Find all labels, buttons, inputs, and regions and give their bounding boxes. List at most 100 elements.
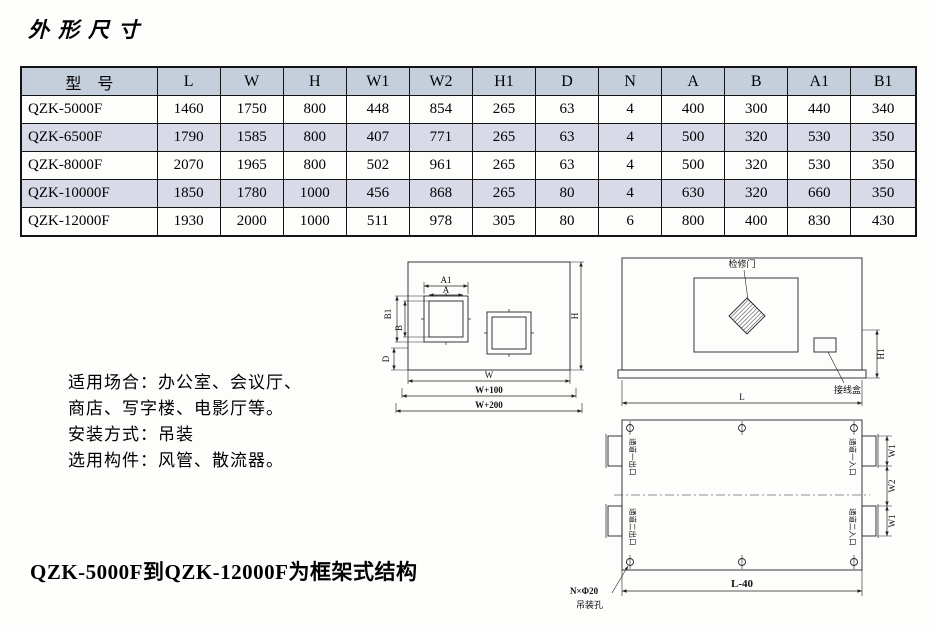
header-h1: H1 <box>471 66 537 96</box>
dim-label-a: A <box>443 285 450 295</box>
front-view-drawing: A1 A B1 B H D W W+100 W+200 <box>381 261 584 413</box>
dim-label-d: D <box>381 355 391 362</box>
value-cell: 1780 <box>219 179 284 208</box>
value-cell: 2000 <box>219 207 284 237</box>
lifting-hole-label: 吊装孔 <box>576 599 603 610</box>
value-cell: 961 <box>408 151 473 180</box>
value-cell: 511 <box>345 207 410 237</box>
value-cell: 660 <box>787 179 852 208</box>
dim-label-w1-bottom: W1 <box>887 515 897 528</box>
port-label-right-bottom: 通道二入口 <box>848 508 858 546</box>
value-cell: 2070 <box>156 151 221 180</box>
header-w1: W1 <box>345 66 410 96</box>
value-cell: 265 <box>471 179 537 208</box>
header-n: N <box>598 66 663 96</box>
model-cell: QZK-10000F <box>20 179 158 208</box>
value-cell: 265 <box>471 151 537 180</box>
dim-label-b1: B1 <box>383 309 393 320</box>
table-row: QZK-5000F 1460 1750 800 448 854 265 63 4… <box>20 95 917 124</box>
value-cell: 448 <box>345 95 410 124</box>
value-cell: 456 <box>345 179 410 208</box>
table-row: QZK-10000F 1850 1780 1000 456 868 265 80… <box>20 179 917 208</box>
value-cell: 1000 <box>282 207 347 237</box>
header-h: H <box>282 66 347 96</box>
value-cell: 320 <box>724 179 789 208</box>
dim-label-l: L <box>739 392 745 402</box>
dim-label-l40: L-40 <box>731 578 754 590</box>
value-cell: 440 <box>787 95 852 124</box>
model-cell: QZK-5000F <box>20 95 158 124</box>
access-door-label: 检修门 <box>728 258 755 269</box>
usage-line: 安装方式：吊装 <box>68 425 194 444</box>
usage-line: 适用场合：办公室、会议厅、 <box>68 373 302 392</box>
value-cell: 320 <box>724 151 789 180</box>
header-d: D <box>535 66 600 96</box>
structure-note: QZK-5000F到QZK-12000F为框架式结构 <box>30 560 418 584</box>
side-view-drawing: 检修门 接线盒 L H1 <box>617 257 886 406</box>
value-cell: 1750 <box>219 95 284 124</box>
usage-line: 选用构件：风管、散流器。 <box>68 451 284 470</box>
value-cell: 800 <box>282 123 347 152</box>
dim-label-w: W <box>485 370 494 380</box>
header-l: L <box>156 66 221 96</box>
value-cell: 305 <box>471 207 537 237</box>
value-cell: 1585 <box>219 123 284 152</box>
value-cell: 400 <box>661 95 726 124</box>
value-cell: 265 <box>471 123 537 152</box>
port-label-left-top: 通道一出口 <box>628 438 638 476</box>
dim-label-w2: W2 <box>887 480 897 493</box>
dim-label-h1: H1 <box>876 349 886 360</box>
value-cell: 800 <box>282 95 347 124</box>
value-cell: 500 <box>661 123 726 152</box>
value-cell: 80 <box>535 179 600 208</box>
value-cell: 63 <box>535 95 600 124</box>
value-cell: 854 <box>408 95 473 124</box>
header-b: B <box>724 66 789 96</box>
junction-box-label: 接线盒 <box>834 384 861 395</box>
dim-label-h: H <box>570 312 580 319</box>
value-cell: 320 <box>724 123 789 152</box>
value-cell: 430 <box>850 207 917 237</box>
header-b1: B1 <box>850 66 917 96</box>
value-cell: 530 <box>787 123 852 152</box>
table-row: QZK-8000F 2070 1965 800 502 961 265 63 4… <box>20 151 917 180</box>
top-view-drawing: 通道一出口 通道二出口 通道一入口 通道二入口 W1 W2 W1 L-40 N×… <box>570 419 897 610</box>
usage-notes: 适用场合：办公室、会议厅、 商店、写字楼、电影厅等。 安装方式：吊装 选用构件：… <box>68 370 302 474</box>
lifting-hole-note: N×Φ20 <box>570 586 599 596</box>
value-cell: 4 <box>598 179 663 208</box>
value-cell: 771 <box>408 123 473 152</box>
usage-line: 商店、写字楼、电影厅等。 <box>68 399 284 418</box>
value-cell: 340 <box>850 95 917 124</box>
value-cell: 978 <box>408 207 473 237</box>
value-cell: 4 <box>598 151 663 180</box>
table-row: QZK-12000F 1930 2000 1000 511 978 305 80… <box>20 207 917 237</box>
value-cell: 4 <box>598 95 663 124</box>
value-cell: 63 <box>535 123 600 152</box>
dim-label-w1-top: W1 <box>887 445 897 458</box>
value-cell: 530 <box>787 151 852 180</box>
port-label-left-bottom: 通道二出口 <box>628 508 638 546</box>
dim-label-a1: A1 <box>441 275 452 285</box>
header-w: W <box>219 66 284 96</box>
model-cell: QZK-12000F <box>20 207 158 237</box>
dim-label-b: B <box>394 325 404 331</box>
value-cell: 1930 <box>156 207 221 237</box>
value-cell: 350 <box>850 151 917 180</box>
header-a1: A1 <box>787 66 852 96</box>
value-cell: 350 <box>850 123 917 152</box>
value-cell: 63 <box>535 151 600 180</box>
header-a: A <box>661 66 726 96</box>
value-cell: 1850 <box>156 179 221 208</box>
page-title: 外形尺寸 <box>28 18 148 42</box>
model-cell: QZK-8000F <box>20 151 158 180</box>
value-cell: 407 <box>345 123 410 152</box>
value-cell: 800 <box>661 207 726 237</box>
value-cell: 830 <box>787 207 852 237</box>
value-cell: 400 <box>724 207 789 237</box>
port-label-right-top: 通道一入口 <box>848 438 858 476</box>
value-cell: 4 <box>598 123 663 152</box>
value-cell: 265 <box>471 95 537 124</box>
value-cell: 630 <box>661 179 726 208</box>
value-cell: 300 <box>724 95 789 124</box>
